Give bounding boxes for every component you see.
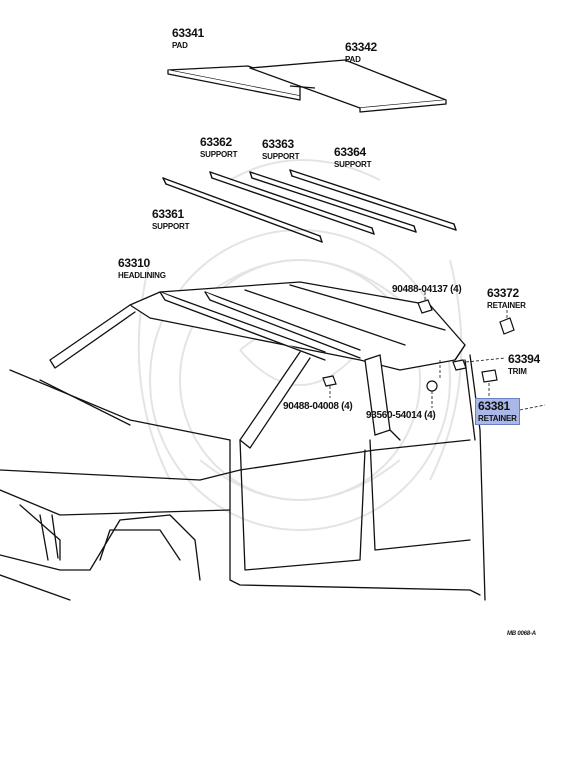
truck-body [0, 354, 486, 601]
pad-63342-shape [249, 59, 447, 113]
part-number: 90488-04137 (4) [392, 284, 462, 295]
part-label-63362[interactable]: 63362 SUPPORT [200, 135, 237, 159]
part-label-63364[interactable]: 63364 SUPPORT [334, 145, 371, 169]
part-name: SUPPORT [262, 152, 300, 161]
part-number: 63310 [118, 256, 150, 270]
part-label-63372[interactable]: 63372 RETAINER [487, 286, 526, 310]
part-label-63341[interactable]: 63341 PAD [172, 26, 204, 50]
part-label-63310[interactable]: 63310 HEADLINING [118, 256, 166, 280]
part-label-90488-04008[interactable]: 90488-04008 (4) [283, 401, 353, 412]
part-name: PAD [172, 41, 188, 50]
part-name: HEADLINING [118, 271, 166, 280]
part-name: PAD [345, 55, 361, 64]
part-label-93560-54014[interactable]: 93560-54014 (4) [366, 410, 436, 421]
part-label-63363[interactable]: 63363 SUPPORT [262, 137, 299, 161]
part-name: SUPPORT [152, 222, 190, 231]
part-label-63342[interactable]: 63342 PAD [345, 40, 377, 64]
part-label-63361[interactable]: 63361 SUPPORT [152, 207, 189, 231]
support-strips [162, 169, 457, 243]
leader-lines [329, 290, 546, 411]
part-number: 63342 [345, 40, 377, 54]
part-number: 63361 [152, 207, 184, 221]
part-label-63381-highlighted[interactable]: 63381 RETAINER [475, 398, 520, 425]
part-name: RETAINER [487, 301, 526, 310]
part-number: 93560-54014 (4) [366, 410, 436, 421]
diagram-reference-code: MB 0068-A [507, 631, 536, 637]
part-number: 63372 [487, 286, 519, 300]
part-number: 63381 [478, 399, 510, 413]
part-label-90488-04137[interactable]: 90488-04137 (4) [392, 284, 462, 295]
part-name: RETAINER [478, 414, 517, 423]
part-name: SUPPORT [334, 160, 372, 169]
part-number: 63341 [172, 26, 204, 40]
part-label-63394[interactable]: 63394 TRIM [508, 352, 540, 376]
fasteners [322, 299, 515, 392]
part-number: 90488-04008 (4) [283, 401, 353, 412]
part-number: 63362 [200, 135, 232, 149]
part-name: TRIM [508, 367, 527, 376]
headlining-shape [49, 281, 466, 449]
part-name: SUPPORT [200, 150, 238, 159]
part-number: 63364 [334, 145, 366, 159]
part-number: 63363 [262, 137, 294, 151]
part-number: 63394 [508, 352, 540, 366]
